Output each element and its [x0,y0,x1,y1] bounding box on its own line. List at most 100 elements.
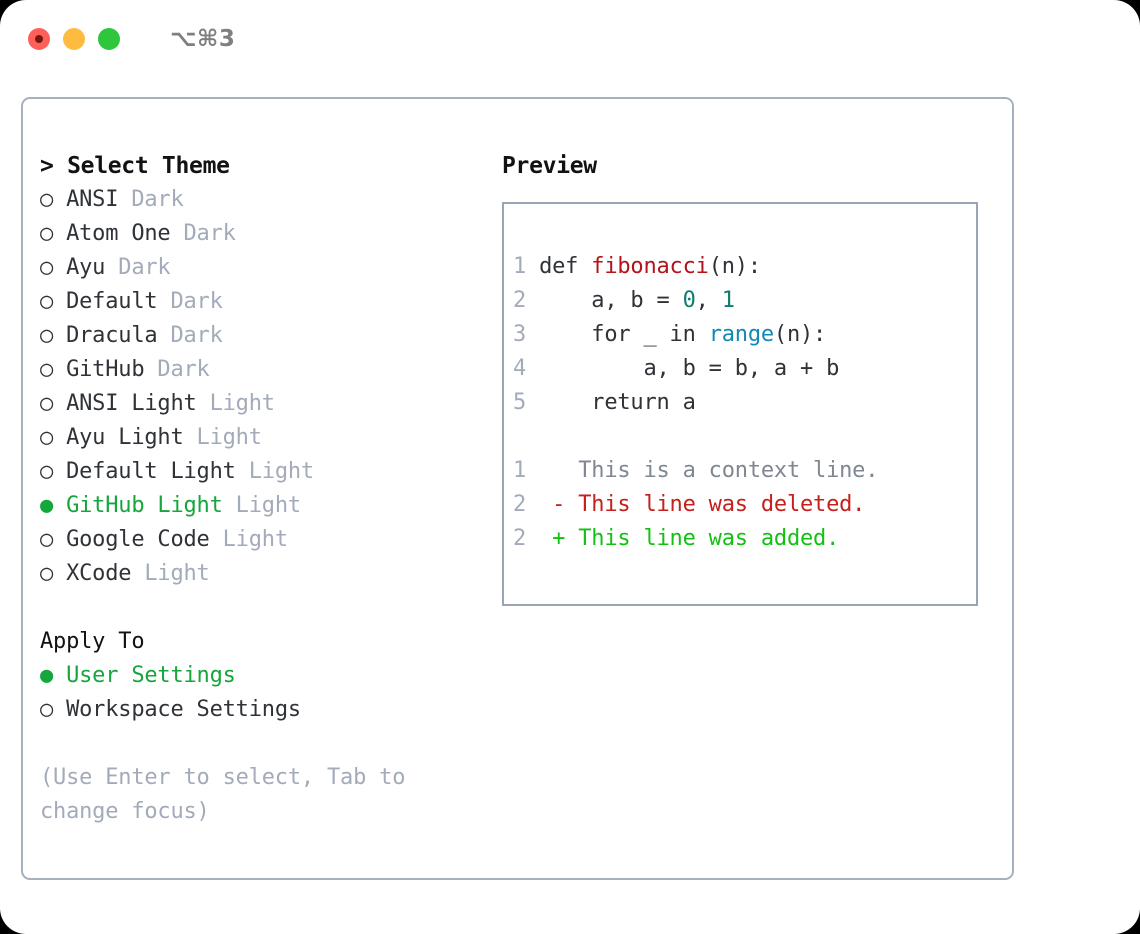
theme-name: Dracula [53,323,158,348]
radio-unselected-icon[interactable]: ○ [40,187,54,212]
apply-to-label: Apply To [40,629,145,654]
window-titlebar: ⌥⌘3 [0,0,1140,78]
theme-variant-tag: Dark [118,187,184,212]
theme-list-item[interactable]: ○ GitHub Dark [40,353,480,387]
theme-variant-tag: Light [131,561,210,586]
code-line: 2 a, b = 0, 1 [513,284,970,318]
theme-variant-tag: Light [183,425,262,450]
theme-name: GitHub Light [53,493,223,518]
theme-variant-tag: Light [222,493,301,518]
diff-sign-added: + [526,526,579,551]
code-line-number: 2 [513,288,527,313]
apply-to-option[interactable]: ● User Settings [40,659,480,693]
code-token-plain: (n): [708,254,761,279]
theme-name: Default [53,289,158,314]
select-theme-header: > Select Theme [40,153,230,179]
apply-to-section: Apply To ● User Settings○ Workspace Sett… [40,625,480,727]
diff-line-number: 2 [513,492,527,517]
theme-list-item[interactable]: ○ Google Code Light [40,523,480,557]
theme-variant-tag: Dark [157,289,223,314]
theme-name: GitHub [53,357,145,382]
radio-unselected-icon[interactable]: ○ [40,391,54,416]
radio-unselected-icon[interactable]: ○ [40,357,54,382]
radio-unselected-icon[interactable]: ○ [40,561,54,586]
code-token-func: fibonacci [591,254,709,279]
preview-column: Preview 1 def fibonacci(n):2 a, b = 0, 1… [502,149,992,606]
main-panel: > Select Theme ○ ANSI Dark○ Atom One Dar… [21,97,1014,880]
code-line-number: 4 [513,356,527,381]
code-gutter-gap [526,288,539,313]
code-line-number: 3 [513,322,527,347]
radio-unselected-icon[interactable]: ○ [40,323,54,348]
code-gutter-gap [526,322,539,347]
code-token-builtin: range [708,322,774,347]
maximize-window-button[interactable] [98,28,120,50]
theme-name: Ayu Light [53,425,184,450]
theme-list-item[interactable]: ○ XCode Light [40,557,480,591]
close-window-button[interactable] [28,28,50,50]
radio-selected-icon[interactable]: ● [40,663,54,688]
theme-list[interactable]: ○ ANSI Dark○ Atom One Dark○ Ayu Dark○ De… [40,183,480,591]
preview-header: Preview [502,153,597,179]
code-token-plain: for _ in [539,322,709,347]
radio-unselected-icon[interactable]: ○ [40,221,54,246]
theme-name: XCode [53,561,132,586]
code-token-plain: a, b = [539,288,683,313]
code-token-def: def [539,254,592,279]
radio-unselected-icon[interactable]: ○ [40,527,54,552]
theme-name: Google Code [53,527,210,552]
theme-variant-tag: Light [209,527,288,552]
theme-list-item[interactable]: ○ ANSI Light Light [40,387,480,421]
code-line: 5 return a [513,386,970,420]
diff-text-added: This line was added. [578,526,840,551]
theme-list-item[interactable]: ○ Default Light Light [40,455,480,489]
code-line-number: 1 [513,254,527,279]
keyboard-shortcut-label: ⌥⌘3 [170,26,236,52]
code-token-plain: a, b = b, a + b [539,356,840,381]
theme-name: ANSI Light [53,391,197,416]
apply-to-option-label: Workspace Settings [53,697,301,722]
theme-list-item[interactable]: ● GitHub Light Light [40,489,480,523]
diff-line-number: 1 [513,458,527,483]
code-line: 4 a, b = b, a + b [513,352,970,386]
code-line: 3 for _ in range(n): [513,318,970,352]
code-line: 1 def fibonacci(n): [513,250,970,284]
code-gutter-gap [526,390,539,415]
theme-list-item[interactable]: ○ ANSI Dark [40,183,480,217]
theme-variant-tag: Dark [105,255,171,280]
theme-name: Atom One [53,221,171,246]
keyboard-hint-text: (Use Enter to select, Tab to change focu… [40,765,406,824]
theme-list-item[interactable]: ○ Dracula Dark [40,319,480,353]
theme-list-item[interactable]: ○ Atom One Dark [40,217,480,251]
radio-unselected-icon[interactable]: ○ [40,425,54,450]
diff-text-context: This is a context line. [578,458,879,483]
theme-list-item[interactable]: ○ Ayu Dark [40,251,480,285]
diff-line: 1 This is a context line. [513,454,970,488]
diff-line: 2 + This line was added. [513,522,970,556]
code-gutter-gap [526,254,539,279]
diff-sample: 1 This is a context line. 2 - This line w… [513,454,970,556]
theme-name: ANSI [53,187,119,212]
apply-to-options[interactable]: ● User Settings○ Workspace Settings [40,659,480,727]
diff-sign-deleted: - [526,492,579,517]
diff-text-deleted: This line was deleted. [578,492,866,517]
radio-unselected-icon[interactable]: ○ [40,255,54,280]
code-token-number: 0 [682,288,696,313]
theme-variant-tag: Dark [144,357,210,382]
radio-unselected-icon[interactable]: ○ [40,289,54,314]
minimize-window-button[interactable] [63,28,85,50]
radio-unselected-icon[interactable]: ○ [40,459,54,484]
code-token-number: 1 [721,288,735,313]
theme-name: Default Light [53,459,236,484]
radio-unselected-icon[interactable]: ○ [40,697,54,722]
diff-line-number: 2 [513,526,527,551]
apply-to-option[interactable]: ○ Workspace Settings [40,693,480,727]
theme-list-item[interactable]: ○ Default Dark [40,285,480,319]
theme-variant-tag: Light [196,391,275,416]
radio-selected-icon[interactable]: ● [40,493,54,518]
code-gutter-gap [526,356,539,381]
theme-list-item[interactable]: ○ Ayu Light Light [40,421,480,455]
